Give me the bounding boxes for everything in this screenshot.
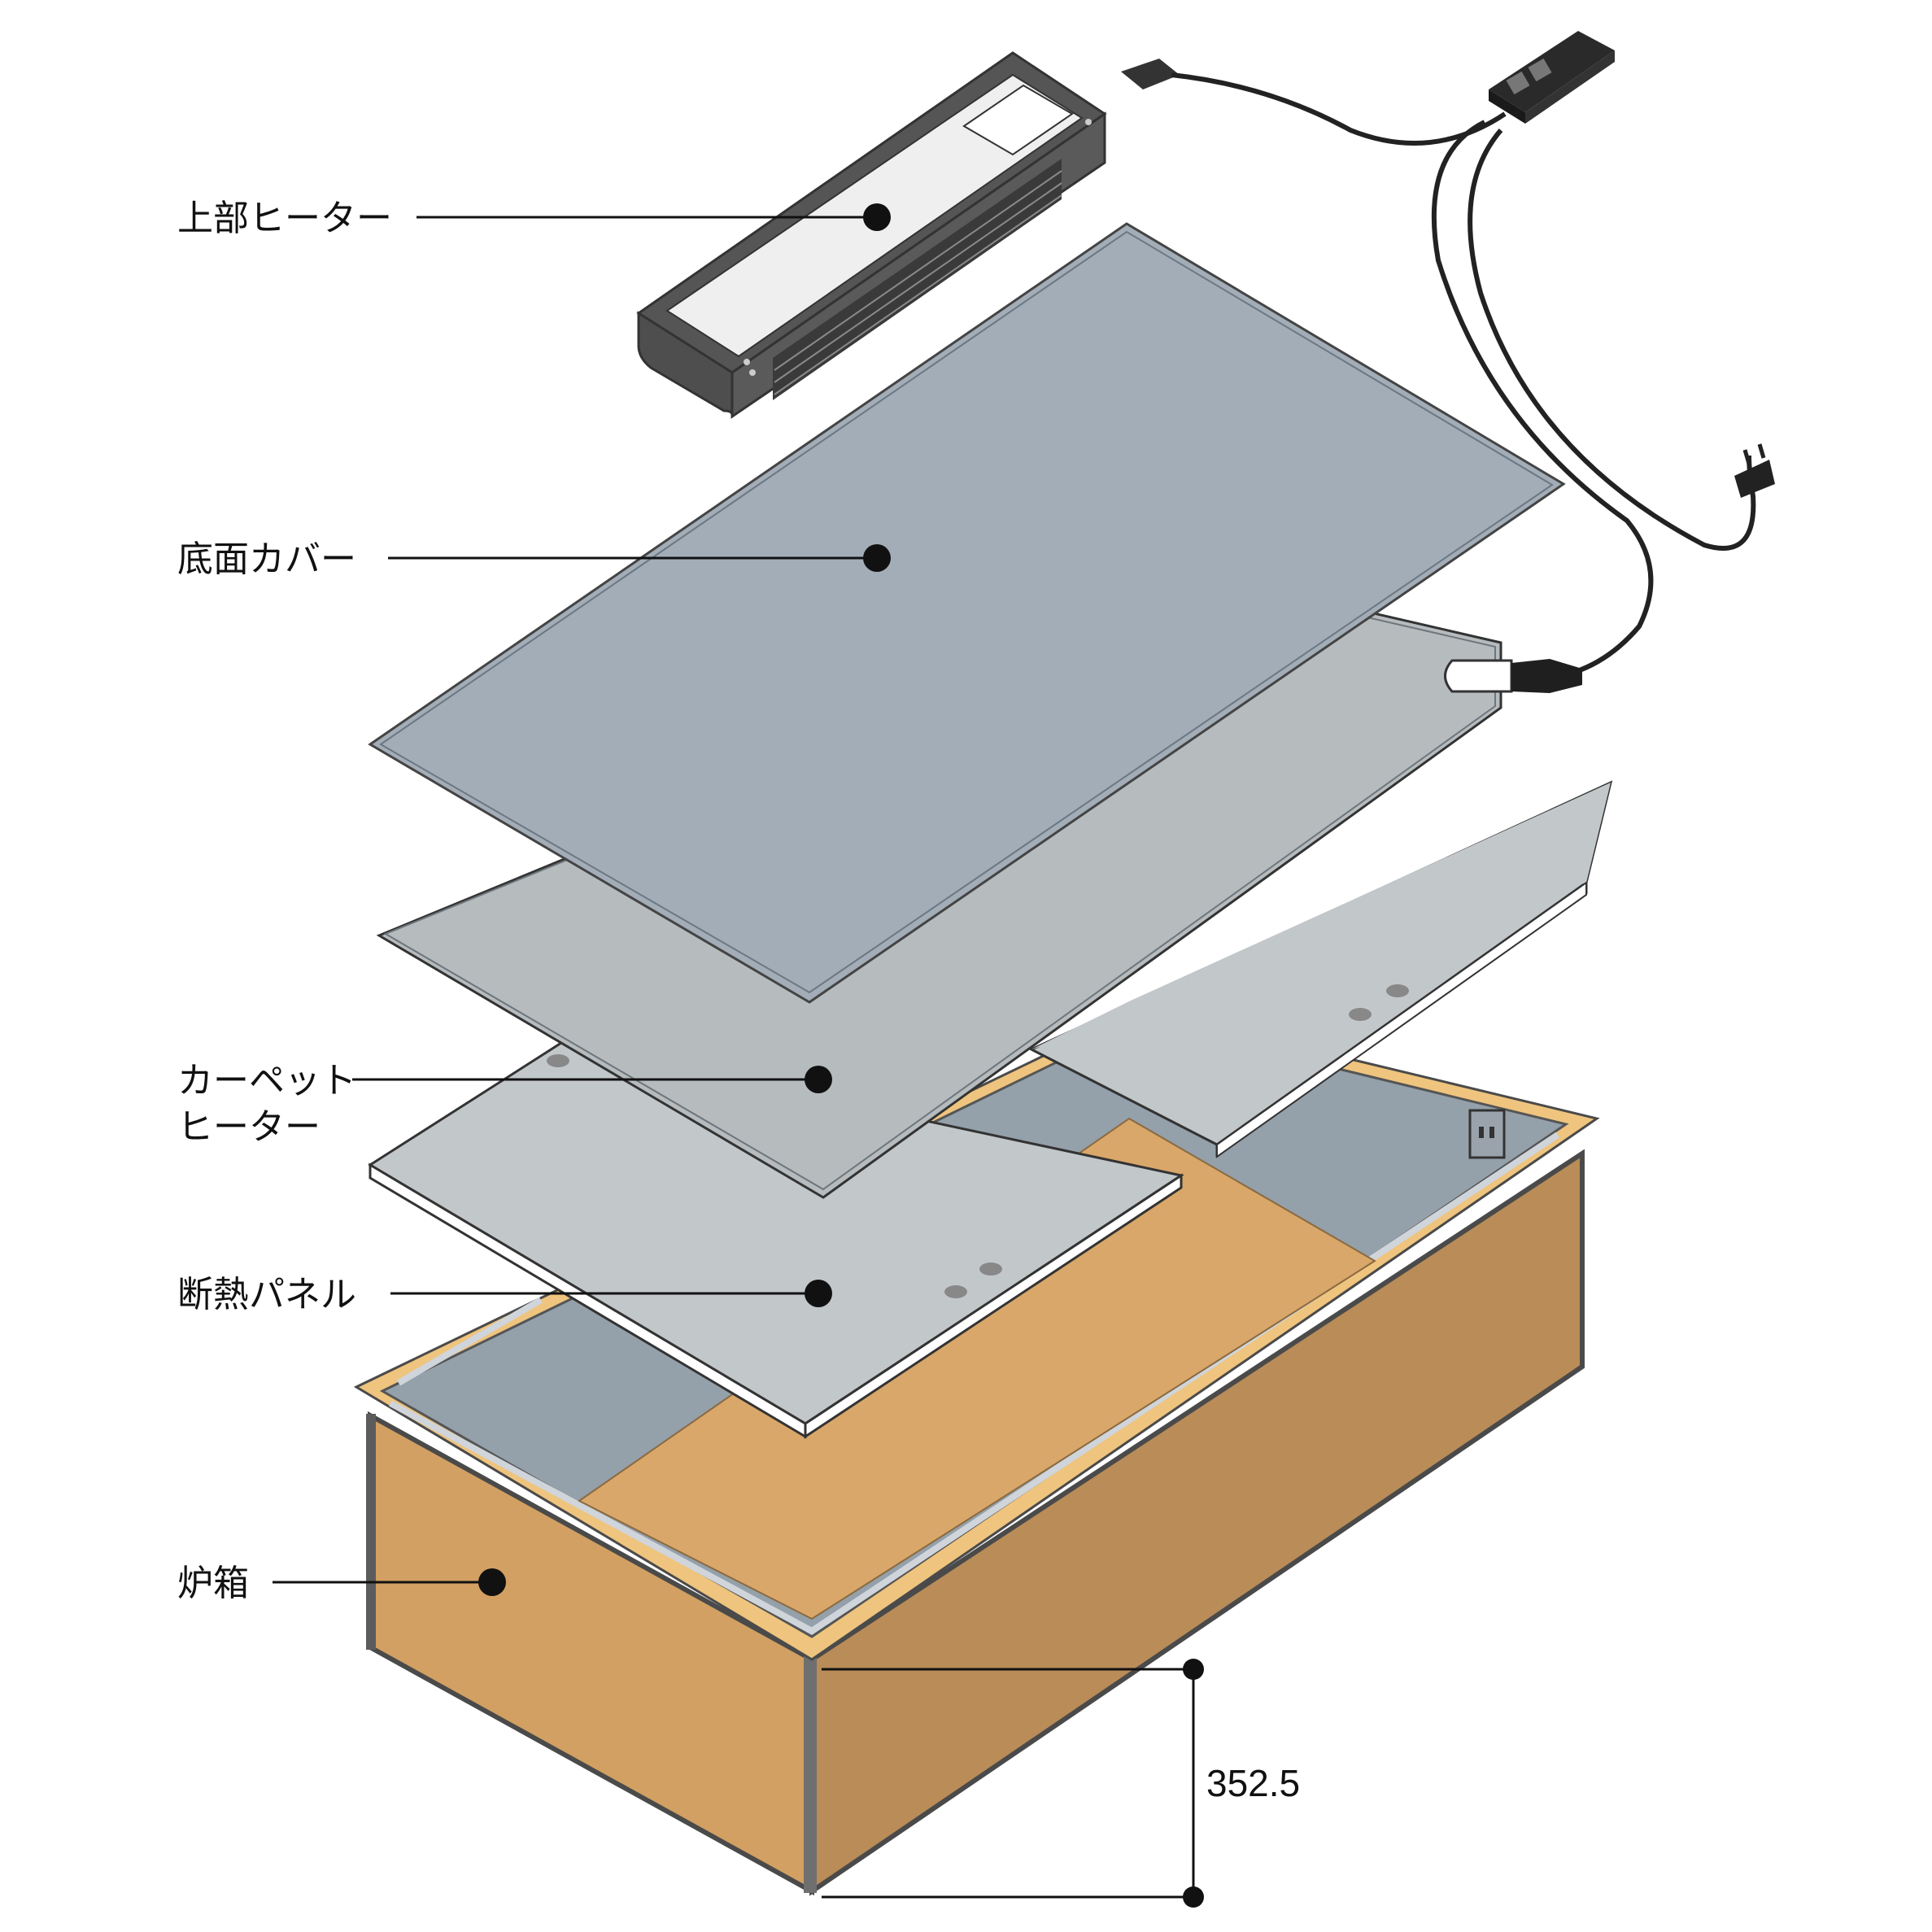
controller-switch xyxy=(1528,58,1552,82)
cable xyxy=(1468,129,1756,551)
insulation-panel-right xyxy=(1028,780,1613,1158)
label-bottom-cover: 底面カバー xyxy=(177,539,356,580)
label-furnace-box: 炉箱 xyxy=(177,1563,249,1604)
label-carpet-heater-line1: カーペット xyxy=(177,1060,356,1101)
callout-dot xyxy=(863,203,891,231)
bottom-cover-sheet xyxy=(368,222,1566,1004)
callout-dot xyxy=(863,544,891,572)
controller-box xyxy=(1489,31,1615,112)
callout-dot xyxy=(478,1568,506,1596)
screw-icon xyxy=(744,359,750,365)
top-heater-vent xyxy=(773,159,1062,400)
panel-hole xyxy=(1349,1008,1372,1021)
panel-hole xyxy=(979,1263,1002,1276)
panel-hole xyxy=(1386,984,1409,997)
heater-connector xyxy=(1511,659,1582,693)
controller-switch xyxy=(1506,71,1530,95)
cable xyxy=(1431,120,1654,682)
dimension-dot xyxy=(1183,1886,1204,1908)
furnace-box-inner-rail-back xyxy=(396,1297,543,1386)
callouts: 上部ヒーター 底面カバー カーペット ヒーター 断熱パネル 炉箱 xyxy=(177,198,891,1604)
furnace-box-corner-post xyxy=(804,1655,817,1893)
panel-hole xyxy=(547,1054,569,1067)
height-dimension: 352.5 xyxy=(822,1659,1300,1908)
furnace-box xyxy=(353,1007,1600,1896)
callout-dot xyxy=(805,1280,832,1307)
furnace-box-corner-post-left xyxy=(366,1414,376,1650)
dimension-dot xyxy=(1183,1659,1204,1680)
screw-icon xyxy=(749,369,756,376)
insulation-panel-left xyxy=(368,1041,1184,1439)
screw-icon xyxy=(1085,119,1092,125)
cable xyxy=(1171,72,1507,146)
plug-connector xyxy=(1121,59,1180,89)
wall-plug xyxy=(1734,460,1775,498)
panel-hole xyxy=(944,1285,967,1298)
controller-assembly xyxy=(1121,31,1775,693)
label-carpet-heater-line2: ヒーター xyxy=(177,1106,321,1148)
label-top-heater: 上部ヒーター xyxy=(177,198,392,239)
outlet-icon xyxy=(1468,1109,1506,1159)
bottom-cover xyxy=(368,222,1566,1004)
carpet-heater-connector xyxy=(1444,659,1513,693)
callout-dot xyxy=(805,1066,832,1093)
label-insulation-panel: 断熱パネル xyxy=(177,1274,356,1315)
dimension-height-value: 352.5 xyxy=(1206,1762,1300,1804)
